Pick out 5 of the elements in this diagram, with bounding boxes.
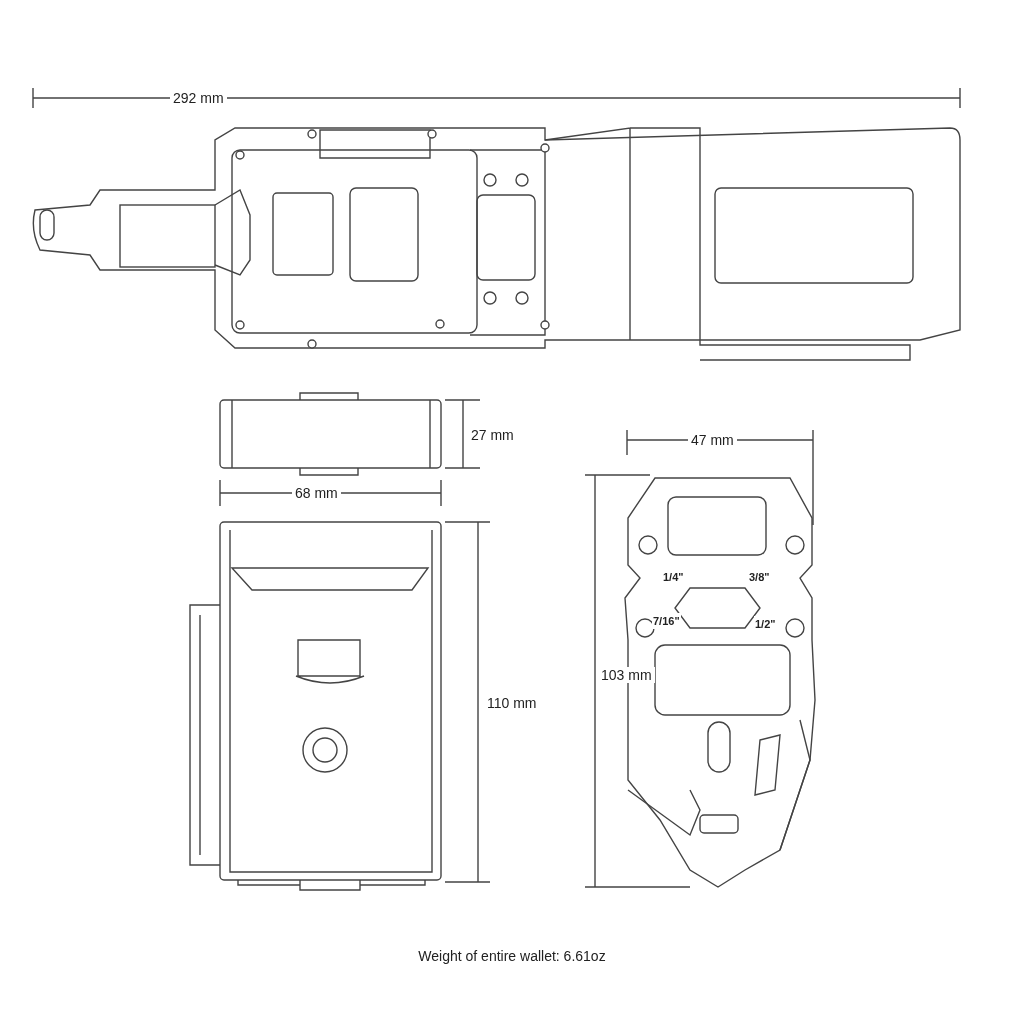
dimension-label: 292 mm [170, 90, 227, 106]
wrench-size-label: 7/16" [652, 613, 681, 629]
caption: Weight of entire wallet: 6.61oz [418, 948, 606, 964]
dimension-label: 47 mm [688, 432, 737, 448]
dimension-label: 68 mm [292, 485, 341, 501]
